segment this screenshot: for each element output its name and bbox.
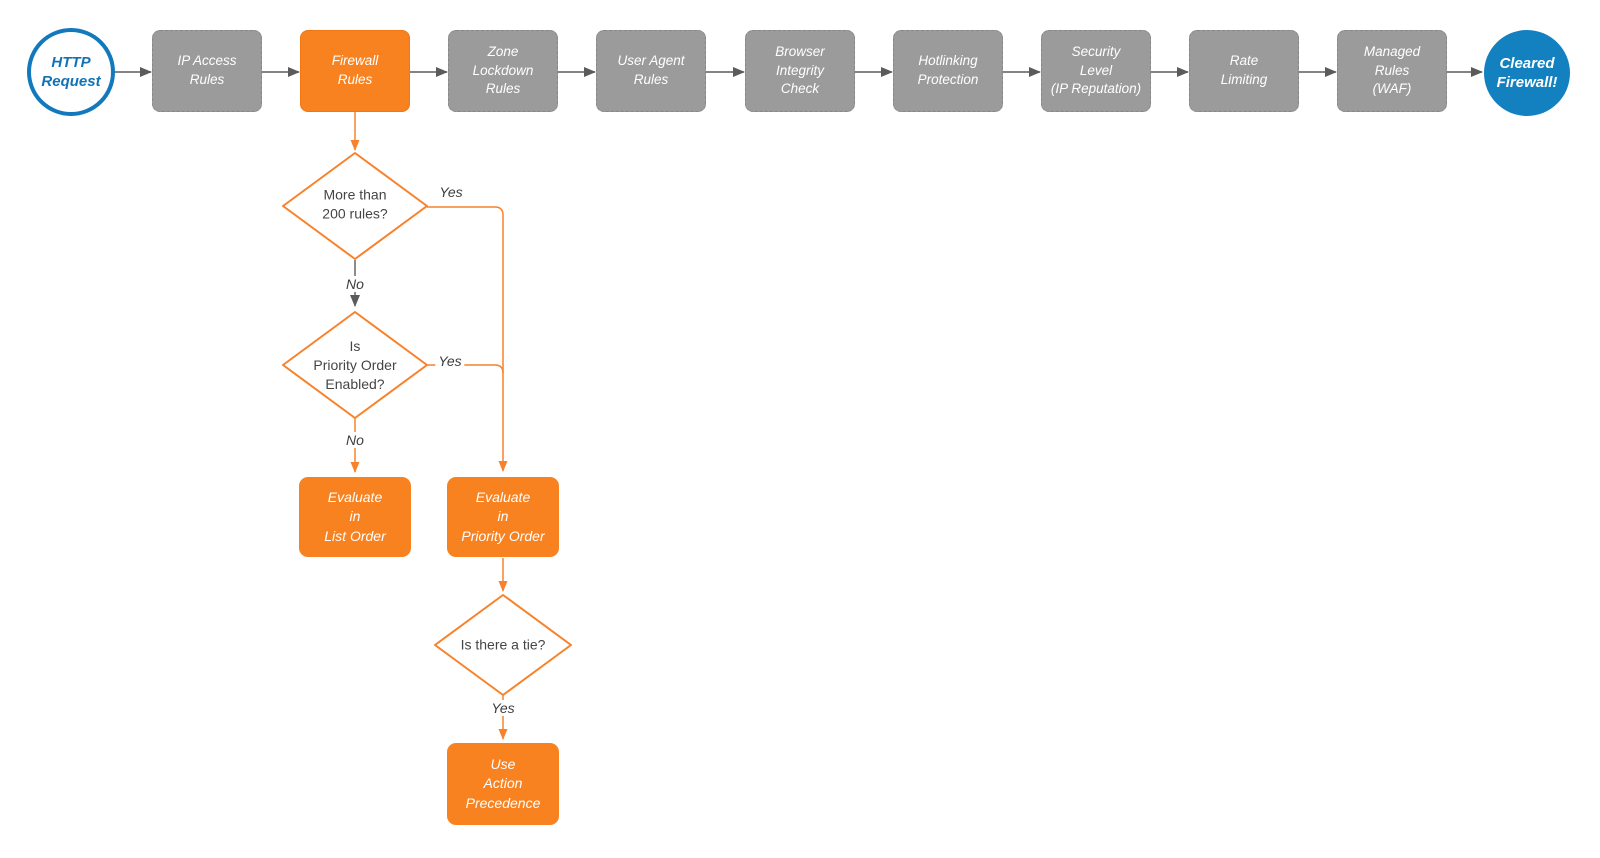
node-firewall-rules: Firewall Rules bbox=[300, 30, 410, 112]
node-label: User Agent Rules bbox=[617, 53, 685, 87]
node-label: Firewall Rules bbox=[331, 53, 379, 87]
edge-label-d2-no: No bbox=[343, 432, 367, 448]
end-node-cleared-firewall: Cleared Firewall! bbox=[1484, 30, 1570, 116]
edge-d1-yes bbox=[427, 206, 508, 472]
edge-label-d3-yes: Yes bbox=[488, 700, 518, 716]
decision-more-than-200-rules bbox=[282, 152, 428, 260]
node-security-level: Security Level (IP Reputation) bbox=[1041, 30, 1151, 112]
decision-2-label: Is Priority Order Enabled? bbox=[313, 337, 397, 392]
decision-1-label: More than 200 rules? bbox=[322, 186, 388, 221]
start-node-http-request: HTTP Request bbox=[27, 28, 115, 116]
node-label: Browser Integrity Check bbox=[775, 44, 825, 97]
node-label: Rate Limiting bbox=[1220, 53, 1268, 87]
node-label: Zone Lockdown Rules bbox=[472, 44, 534, 97]
decision-priority-order-enabled bbox=[282, 311, 428, 419]
node-label: Hotlinking Protection bbox=[917, 53, 979, 87]
end-node-label: Cleared Firewall! bbox=[1496, 54, 1558, 92]
node-zone-lockdown-rules: Zone Lockdown Rules bbox=[448, 30, 558, 112]
node-evaluate-in-list-order: Evaluate in List Order bbox=[299, 477, 411, 557]
edge-label-d2-yes: Yes bbox=[435, 353, 465, 369]
node-user-agent-rules: User Agent Rules bbox=[596, 30, 706, 112]
node-managed-rules-waf: Managed Rules (WAF) bbox=[1337, 30, 1447, 112]
decision-is-there-a-tie bbox=[434, 594, 572, 696]
node-hotlinking-protection: Hotlinking Protection bbox=[893, 30, 1003, 112]
node-use-action-precedence: Use Action Precedence bbox=[447, 743, 559, 825]
node-label: Use Action Precedence bbox=[465, 755, 541, 811]
decision-3-label: Is there a tie? bbox=[460, 636, 546, 653]
node-label: IP Access Rules bbox=[177, 53, 237, 87]
node-ip-access-rules: IP Access Rules bbox=[152, 30, 262, 112]
node-browser-integrity-check: Browser Integrity Check bbox=[745, 30, 855, 112]
node-label: Managed Rules (WAF) bbox=[1363, 44, 1421, 97]
branch-arrows bbox=[350, 112, 508, 740]
node-evaluate-in-priority-order: Evaluate in Priority Order bbox=[447, 477, 559, 557]
node-label: Evaluate in List Order bbox=[324, 488, 386, 544]
edge-label-d1-yes: Yes bbox=[436, 184, 466, 200]
edge-d2-yes bbox=[427, 364, 504, 374]
decision-diamonds bbox=[282, 152, 572, 696]
edge-label-d1-no: No bbox=[343, 276, 367, 292]
node-rate-limiting: Rate Limiting bbox=[1189, 30, 1299, 112]
start-node-label: HTTP Request bbox=[41, 53, 101, 91]
node-label: Evaluate in Priority Order bbox=[461, 488, 545, 544]
node-label: Security Level (IP Reputation) bbox=[1050, 44, 1142, 97]
